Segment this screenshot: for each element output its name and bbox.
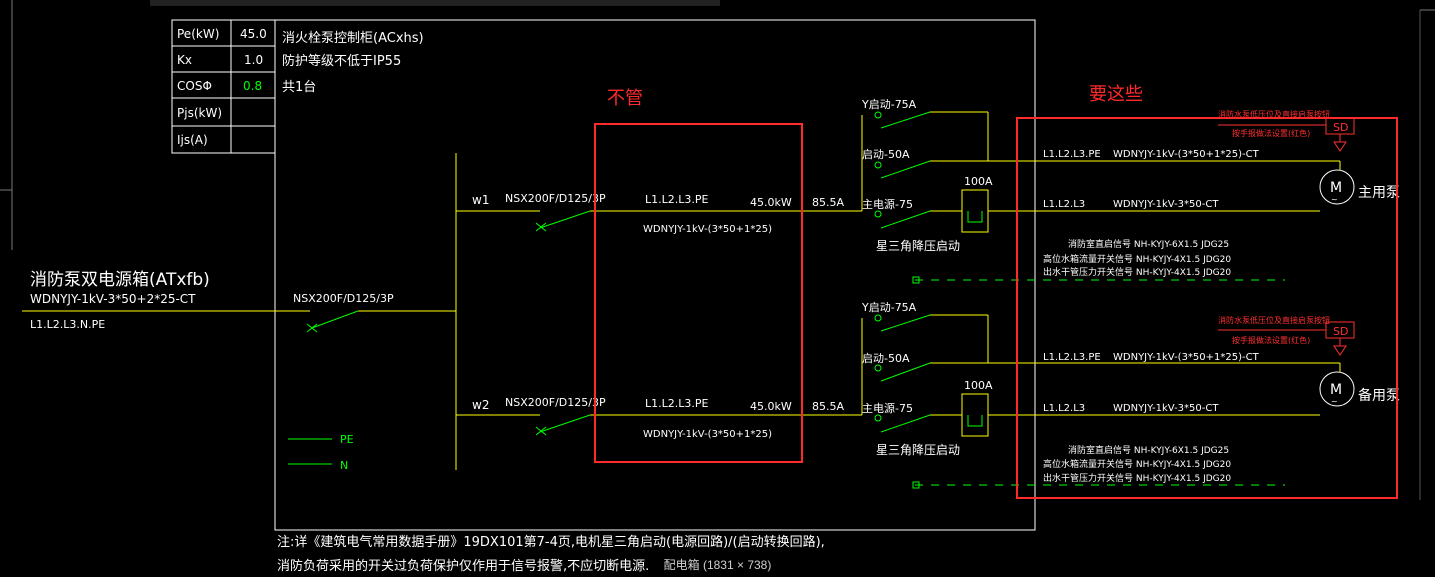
feed-phases: L1.L2.L3.PE <box>1043 352 1101 363</box>
note-line: 消防负荷采用的开关过负荷保护仅作用于信号报警,不应切断电源. <box>277 558 649 574</box>
sd-label: SD <box>1333 121 1348 134</box>
circuit-breaker: NSX200F/D125/3P <box>505 192 606 205</box>
param-label: Pjs(kW) <box>177 106 222 120</box>
sd-label: SD <box>1333 325 1348 338</box>
motor-label: M <box>1330 180 1342 196</box>
circuit-cable: WDNYJY-1kV-(3*50+1*25) <box>643 429 772 440</box>
param-value: 1.0 <box>244 53 263 67</box>
signal-cable: 消防室直启信号 NH-KYJY-6X1.5 JDG25 <box>1068 238 1229 250</box>
red-note: 消防水泵低压位及直接启泵按钮 <box>1218 315 1330 325</box>
red-note: 按手报做法设置(红色) <box>1232 128 1310 138</box>
circuit-w2: w2 NSX200F/D125/3P L1.L2.L3.PE 45.0kW 85… <box>456 396 862 440</box>
signal-cable: 出水干管压力开关信号 NH-KYJY-4X1.5 JDG20 <box>1043 472 1231 484</box>
starter-start-label: 启动-50A <box>862 148 910 161</box>
starter-main-label: 主电源-75 <box>862 401 913 415</box>
motor-icon <box>1319 371 1355 407</box>
param-label: Ijs(A) <box>177 133 208 147</box>
circuit-power: 45.0kW <box>750 196 792 209</box>
red-note: 按手报做法设置(红色) <box>1232 335 1310 345</box>
pump-1: 消防水泵低压位及直接启泵按钮 按手报做法设置(红色) SD L1.L2.L3.P… <box>1043 109 1400 278</box>
note-line: 注:详《建筑电气常用数据手册》19DX101第7-4页,电机星三角启动(电源回路… <box>277 534 825 550</box>
ignore-box <box>594 123 803 463</box>
svg-text:~: ~ <box>1331 397 1338 406</box>
circuit-w1: w1 NSX200F/D125/3P L1.L2.L3.PE 45.0kW 85… <box>456 192 862 235</box>
param-value: 45.0 <box>240 27 267 41</box>
param-value: 0.8 <box>243 79 262 93</box>
circuit-current: 85.5A <box>812 400 844 413</box>
feed-cable: WDNYJY-1kV-(3*50+1*25)-CT <box>1113 149 1260 160</box>
pump-2: 消防水泵低压位及直接启泵按钮 按手报做法设置(红色) SD L1.L2.L3.P… <box>1043 315 1400 484</box>
feed-phases: L1.L2.L3.PE <box>1043 149 1101 160</box>
starter-1: Y启动-75A 启动-50A 主电源-75 100A 星三角降压启动 <box>861 98 1340 284</box>
cabinet-qty: 共1台 <box>282 80 316 95</box>
feed-cable: WDNYJY-1kV-3*50-CT <box>1113 199 1219 210</box>
want-box <box>1016 117 1398 499</box>
cabinet-protection: 防护等级不低于IP55 <box>282 53 401 69</box>
feed-cable: WDNYJY-1kV-3*50-CT <box>1113 403 1219 414</box>
starter-main-label: 主电源-75 <box>862 197 913 211</box>
param-label: COSΦ <box>177 79 212 93</box>
signal-cable: 消防室直启信号 NH-KYJY-6X1.5 JDG25 <box>1068 444 1229 456</box>
svg-text:~: ~ <box>1331 195 1338 204</box>
motor-icon <box>1319 169 1355 205</box>
circuit-current: 85.5A <box>812 196 844 209</box>
pump-name: 备用泵 <box>1358 387 1400 404</box>
thermal-relay <box>961 393 989 437</box>
relay-label: 100A <box>964 175 993 188</box>
motor-label: M <box>1330 382 1342 398</box>
want-annotation: 要这些 <box>1089 84 1143 105</box>
param-label: Kx <box>177 53 192 67</box>
legend-n: N <box>340 459 348 472</box>
main-breaker-label: NSX200F/D125/3P <box>293 292 394 305</box>
start-method: 星三角降压启动 <box>876 443 960 457</box>
source-name: 消防泵双电源箱(ATxfb) <box>30 270 210 290</box>
starter-2: Y启动-75A 启动-50A 主电源-75 100A 星三角降压启动 <box>861 301 1340 489</box>
source-cable: WDNYJY-1kV-3*50+2*25-CT <box>30 292 196 306</box>
signal-cable: 高位水箱流量开关信号 NH-KYJY-4X1.5 JDG20 <box>1043 458 1231 470</box>
circuit-id: w1 <box>472 193 489 207</box>
legend-pe: PE <box>340 433 354 446</box>
signal-cable: 出水干管压力开关信号 NH-KYJY-4X1.5 JDG20 <box>1043 266 1231 278</box>
pump-name: 主用泵 <box>1358 185 1400 201</box>
relay-label: 100A <box>964 379 993 392</box>
signal-cable: 高位水箱流量开关信号 NH-KYJY-4X1.5 JDG20 <box>1043 253 1231 265</box>
starter-y-label: Y启动-75A <box>861 98 917 111</box>
feed-phases: L1.L2.L3 <box>1043 403 1085 414</box>
ignore-annotation: 不管 <box>607 88 643 109</box>
circuit-phases: L1.L2.L3.PE <box>645 397 709 410</box>
feed-phases: L1.L2.L3 <box>1043 199 1085 210</box>
feed-cable: WDNYJY-1kV-(3*50+1*25)-CT <box>1113 352 1260 363</box>
starter-y-label: Y启动-75A <box>861 301 917 314</box>
start-method: 星三角降压启动 <box>876 239 960 253</box>
circuit-cable: WDNYJY-1kV-(3*50+1*25) <box>643 224 772 235</box>
circuit-id: w2 <box>472 398 489 412</box>
cabinet-name: 消火栓泵控制柜(ACxhs) <box>282 31 424 46</box>
legend: PE N <box>288 433 354 472</box>
thermal-relay <box>961 189 989 233</box>
circuit-power: 45.0kW <box>750 400 792 413</box>
main-breaker-switch <box>300 310 359 333</box>
param-label: Pe(kW) <box>177 27 219 41</box>
circuit-phases: L1.L2.L3.PE <box>645 193 709 206</box>
circuit-breaker: NSX200F/D125/3P <box>505 396 606 409</box>
cropped-header <box>150 0 720 6</box>
cabinet-outline <box>274 19 1036 531</box>
starter-start-label: 启动-50A <box>862 352 910 365</box>
source-phases: L1.L2.L3.N.PE <box>30 318 105 331</box>
image-caption: 配电箱 (1831 × 738) <box>663 558 772 572</box>
red-note: 消防水泵低压位及直接启泵按钮 <box>1218 109 1330 119</box>
